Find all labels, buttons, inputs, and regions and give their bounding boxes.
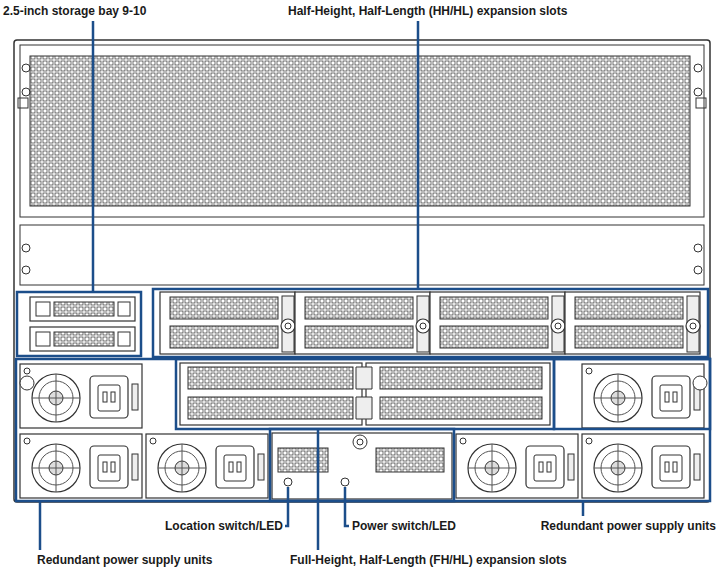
callout-label: Redundant power supply units xyxy=(37,553,212,568)
callout-label: Location switch/LED xyxy=(165,519,283,534)
callout-label: Redundant power supply units xyxy=(541,519,716,534)
callout-label: Power switch/LED xyxy=(352,519,456,534)
callout-label: 2.5-inch storage bay 9-10 xyxy=(3,4,146,19)
callout-label: Full-Height, Half-Length (FH/HL) expansi… xyxy=(290,553,567,568)
callout-label: Half-Height, Half-Length (HH/HL) expansi… xyxy=(288,4,567,19)
